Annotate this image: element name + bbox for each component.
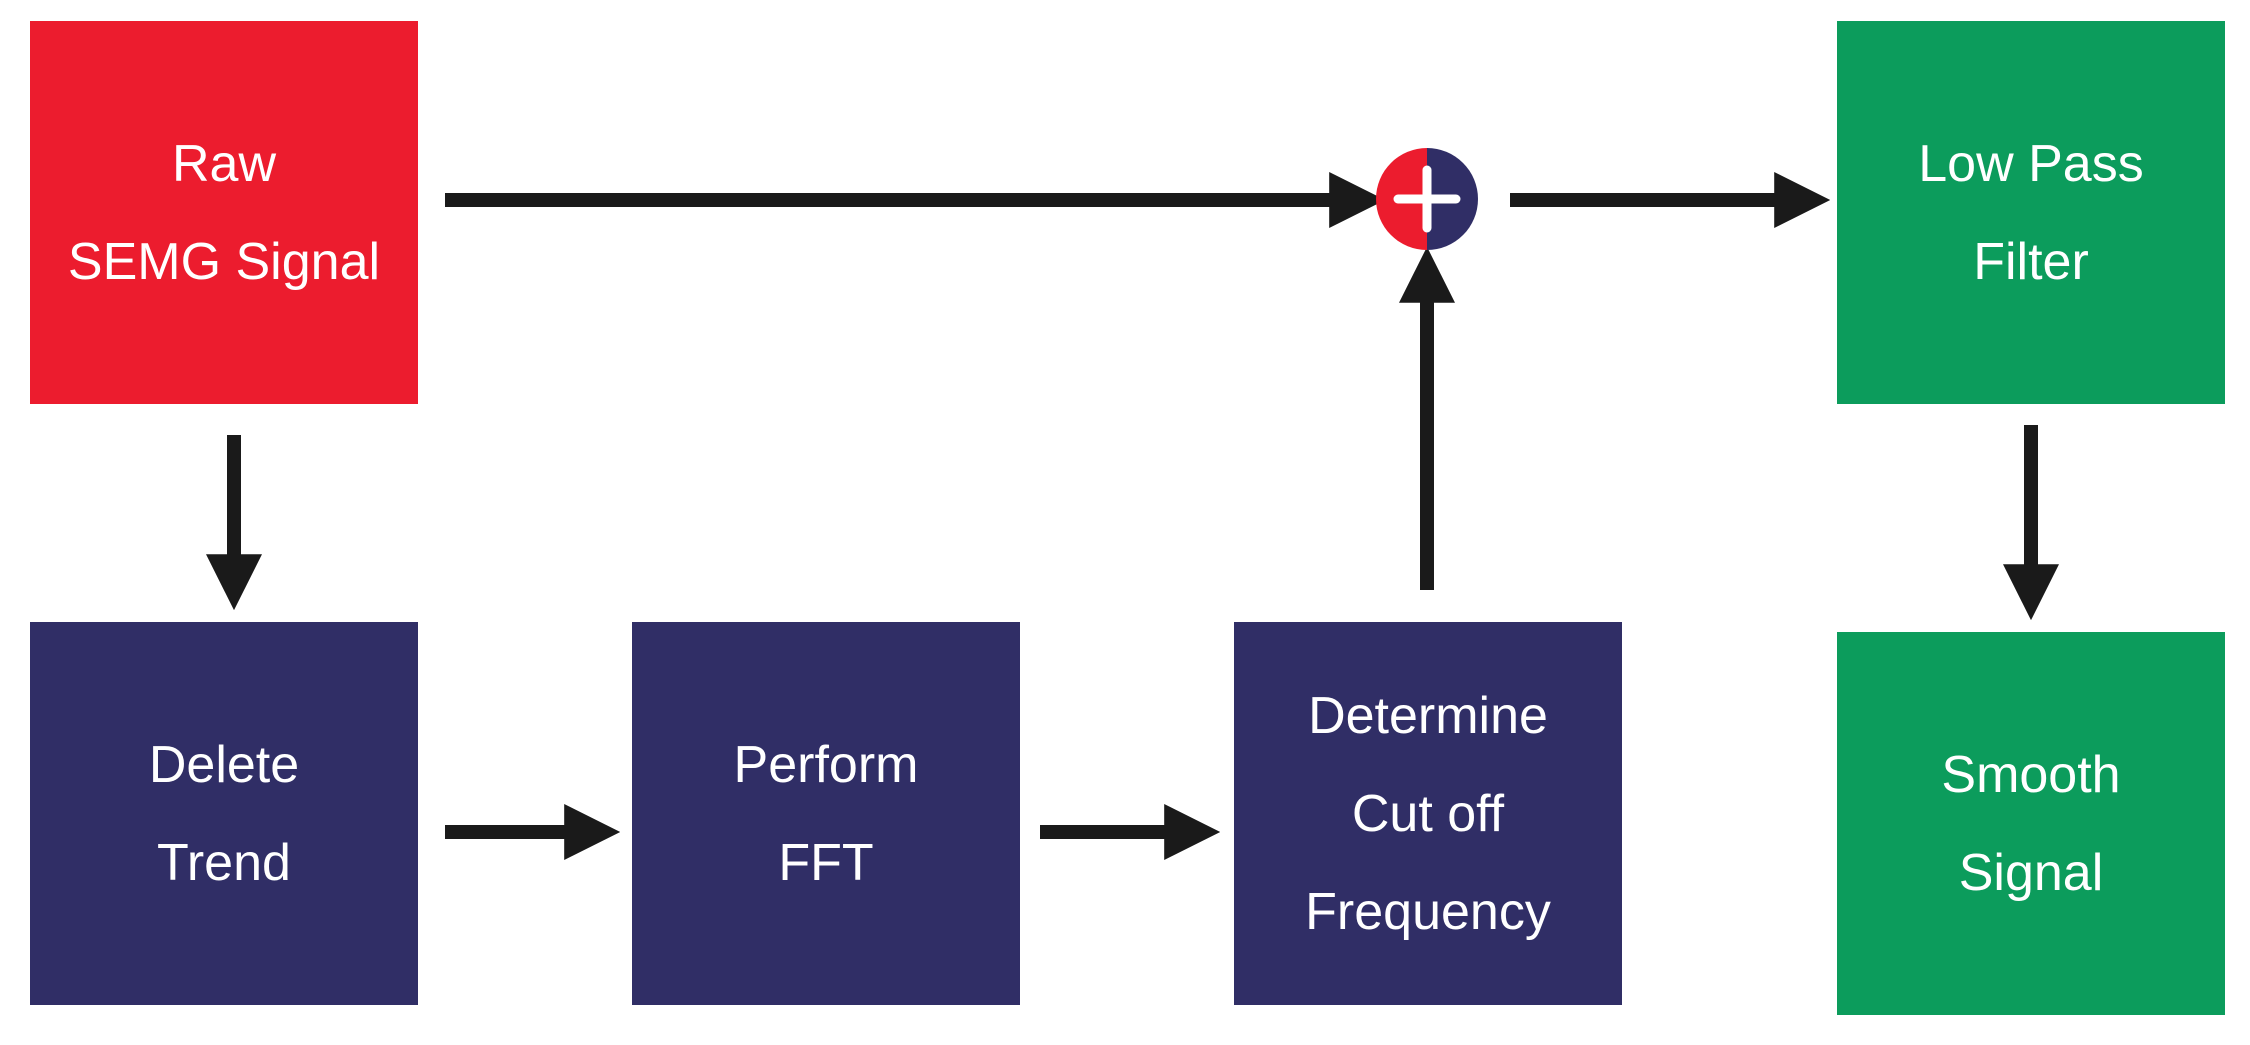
- raw-line-1: Raw: [171, 134, 277, 193]
- determine-cutoff-frequency-block: Determine Cut off Frequency: [1234, 622, 1622, 1005]
- cutoff-line-3: Frequency: [1305, 882, 1551, 941]
- smooth-line-1: Smooth: [1941, 745, 2121, 804]
- perform-fft-block: Perform FFT: [632, 622, 1020, 1005]
- delete-trend-block: Delete Trend: [30, 622, 418, 1005]
- fft-line-2: FFT: [778, 833, 874, 892]
- raw-line-2: SEMG Signal: [67, 232, 381, 291]
- smooth-signal-block: Smooth Signal: [1837, 632, 2225, 1015]
- raw-semg-signal-block: Raw SEMG Signal: [30, 21, 418, 404]
- lowpass-line-1: Low Pass: [1918, 134, 2144, 193]
- low-pass-filter-block: Low Pass Filter: [1837, 21, 2225, 404]
- delete-line-2: Trend: [157, 833, 291, 892]
- lowpass-line-2: Filter: [1973, 232, 2089, 291]
- summing-junction: [1376, 148, 1478, 250]
- cutoff-line-2: Cut off: [1351, 784, 1505, 843]
- delete-line-1: Delete: [148, 735, 300, 794]
- smooth-line-2: Signal: [1958, 843, 2104, 902]
- fft-line-1: Perform: [733, 735, 919, 794]
- cutoff-line-1: Determine: [1308, 686, 1548, 745]
